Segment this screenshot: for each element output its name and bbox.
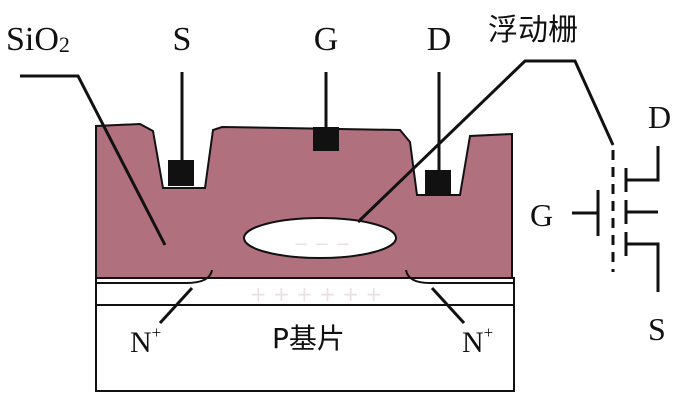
floating-gate-leader-line <box>356 59 615 224</box>
drain-n-plus-region <box>405 269 514 284</box>
source-n-plus-label: N+ <box>130 323 161 359</box>
source-contact <box>168 160 194 186</box>
source-n-plus-leader <box>158 286 194 325</box>
drain-n-plus-leader <box>430 286 466 325</box>
gate-contact <box>313 127 339 151</box>
symbol-drain-wire <box>626 146 660 182</box>
sio2-leader-line <box>20 74 167 246</box>
floating-gate-label: 浮动栅 <box>488 13 578 48</box>
drain-n-plus-label: N+ <box>462 323 493 359</box>
drain-contact <box>425 170 451 194</box>
floating-gate <box>243 217 397 259</box>
drain-label: D <box>427 21 452 58</box>
gate-label: G <box>314 21 339 58</box>
negative-charge-text: − − − <box>294 234 351 255</box>
substrate-label: P基片 <box>272 322 345 355</box>
symbol-source-label: S <box>648 311 666 347</box>
floating-gate-transistor-symbol: G D S <box>530 99 671 347</box>
source-n-plus-region <box>96 269 213 284</box>
sio2-label: SiO2 <box>6 21 70 58</box>
source-label: S <box>173 21 192 58</box>
symbol-gate-label: G <box>530 197 553 233</box>
sio2-layer <box>95 122 513 279</box>
p-substrate <box>95 304 515 392</box>
positive-charge-text: + + + + + + <box>250 282 382 306</box>
symbol-drain-label: D <box>648 99 671 135</box>
symbol-source-wire <box>626 242 660 292</box>
